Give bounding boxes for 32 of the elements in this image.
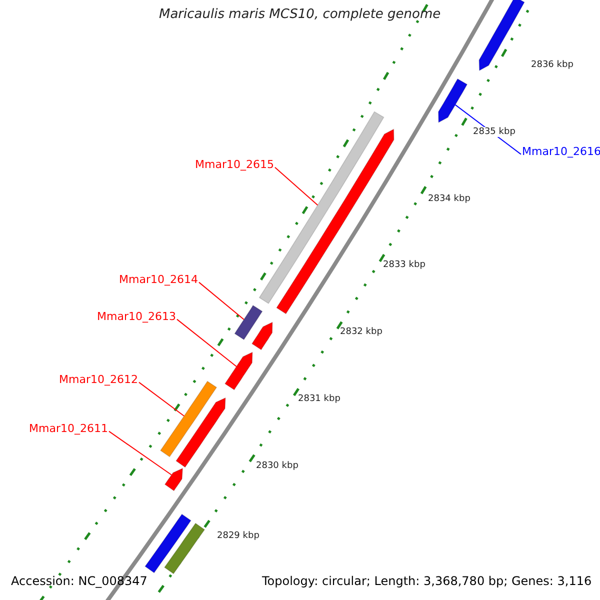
gene-feature [224, 352, 253, 390]
genome-summary-text: Topology: circular; Length: 3,368,780 bp; Genes: 3,116 [261, 574, 593, 590]
gene-feature [251, 322, 273, 350]
gene-label: Mmar10_2615 [195, 159, 274, 172]
accession-text: Accession: NC_008347 [10, 574, 148, 590]
gene-feature [438, 78, 468, 124]
gene-feature [164, 522, 206, 574]
scale-label: 2830 kbp [256, 461, 298, 472]
gene-feature [164, 468, 184, 492]
scale-label: 2835 kbp [473, 127, 516, 138]
scale-label: 2834 kbp [428, 194, 470, 204]
leader-line [108, 430, 172, 476]
gene-feature [234, 304, 263, 340]
gene-label: Mmar10_2612 [59, 374, 138, 387]
gene-label: Mmar10_2616 [522, 146, 600, 159]
gene-feature [478, 0, 525, 72]
gene-feature [176, 397, 226, 468]
scale-label: 2829 kbp [217, 531, 260, 542]
leader-line [138, 382, 185, 416]
gene-feature [144, 514, 192, 574]
gene-label: Mmar10_2614 [119, 274, 198, 287]
scale-label: 2836 kbp [531, 60, 574, 70]
gene-label: Mmar10_2613 [97, 311, 176, 324]
title: Maricaulis maris MCS10, complete genome [159, 8, 441, 23]
leader-line [274, 166, 318, 206]
leader-line [198, 282, 244, 320]
leader-line [176, 318, 237, 367]
gene-label: Mmar10_2611 [29, 423, 108, 436]
scale-label: 2833 kbp [383, 260, 426, 270]
gene-feature [160, 380, 218, 458]
scale-label: 2832 kbp [340, 327, 382, 338]
scale-label: 2831 kbp [298, 394, 340, 404]
